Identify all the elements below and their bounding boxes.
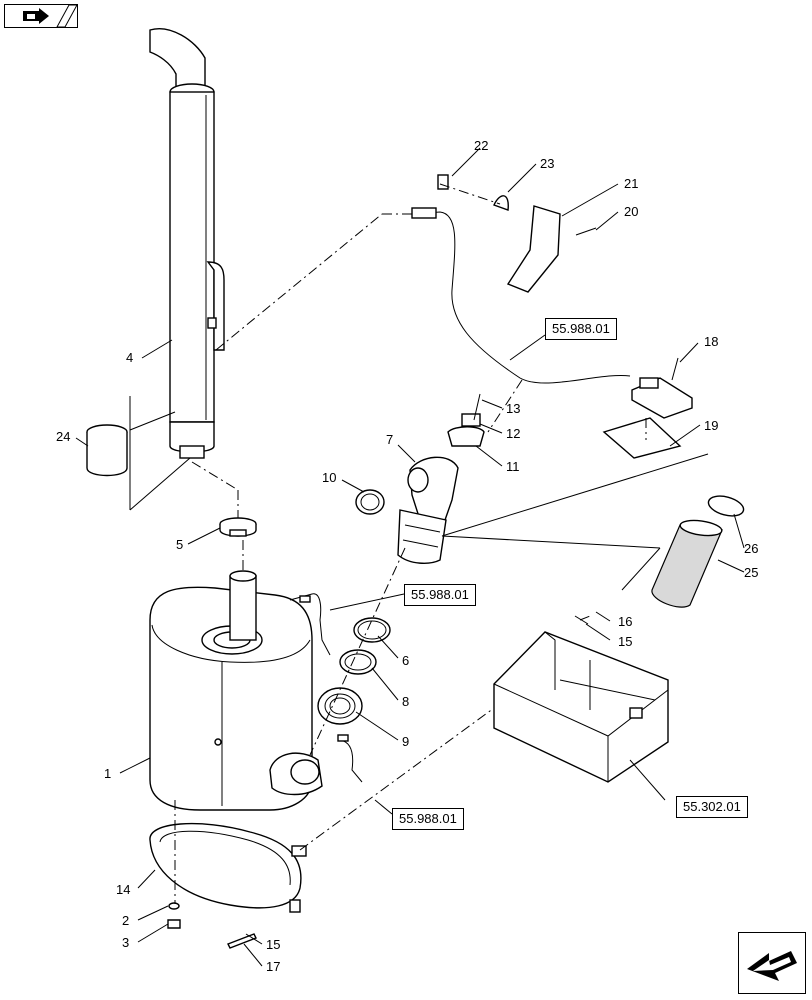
mounting-bracket-small xyxy=(447,393,485,447)
next-page-button[interactable] xyxy=(738,932,806,994)
muffler-sensor-wires xyxy=(289,593,363,783)
group-markers xyxy=(129,396,709,591)
cone-clamp-ring xyxy=(707,495,745,517)
callout-20: 20 xyxy=(624,204,638,219)
sensor-module xyxy=(602,357,693,459)
callout-2: 2 xyxy=(122,913,129,928)
pipe-clamp xyxy=(219,517,257,537)
callout-7: 7 xyxy=(386,432,393,447)
reference-link-battery-box[interactable]: 55.302.01 xyxy=(676,796,748,818)
exhaust-elbow xyxy=(397,456,459,564)
callout-16: 16 xyxy=(618,614,632,629)
exhaust-stack-pipe xyxy=(149,28,225,459)
callout-19: 19 xyxy=(704,418,718,433)
rain-cap-cone xyxy=(651,519,723,608)
callout-18: 18 xyxy=(704,334,718,349)
assembly-lines xyxy=(174,183,647,904)
callout-3: 3 xyxy=(122,935,129,950)
exhaust-sleeve xyxy=(86,424,128,477)
reference-link-harness-mid[interactable]: 55.988.01 xyxy=(404,584,476,606)
callout-8: 8 xyxy=(402,694,409,709)
flange-gasket xyxy=(317,687,363,725)
callout-14: 14 xyxy=(116,882,130,897)
muffler-body xyxy=(149,570,323,811)
callout-22: 22 xyxy=(474,138,488,153)
callout-24: 24 xyxy=(56,429,70,444)
callout-5: 5 xyxy=(176,537,183,552)
callout-numbers: 1 2 3 4 5 6 7 8 9 10 11 12 13 14 15 15 1… xyxy=(56,138,758,974)
sealing-ring xyxy=(353,617,391,643)
callout-15-upper: 15 xyxy=(618,634,632,649)
next-page-arrow-icon xyxy=(747,951,797,981)
callout-4: 4 xyxy=(126,350,133,365)
elbow-clamp xyxy=(355,489,385,515)
callout-25: 25 xyxy=(744,565,758,580)
callout-9: 9 xyxy=(402,734,409,749)
band-clamp xyxy=(339,649,377,675)
bolt-lower xyxy=(227,933,257,949)
view-toggle-button[interactable] xyxy=(4,4,78,28)
callout-23: 23 xyxy=(540,156,554,171)
reference-link-harness-top[interactable]: 55.988.01 xyxy=(545,318,617,340)
leader-lines xyxy=(75,147,745,967)
callout-21: 21 xyxy=(624,176,638,191)
muffler-strap xyxy=(149,822,307,913)
sensor-harness xyxy=(411,207,631,384)
callout-12: 12 xyxy=(506,426,520,441)
callout-15-lower: 15 xyxy=(266,937,280,952)
callout-26: 26 xyxy=(744,541,758,556)
washer-and-nut xyxy=(167,902,181,929)
callout-1: 1 xyxy=(104,766,111,781)
view-toggle-icon xyxy=(23,4,78,28)
battery-box xyxy=(493,615,669,783)
reference-link-harness-low[interactable]: 55.988.01 xyxy=(392,808,464,830)
callout-6: 6 xyxy=(402,653,409,668)
sensor-bracket xyxy=(437,174,597,293)
callout-11: 11 xyxy=(506,459,520,474)
callout-17: 17 xyxy=(266,959,280,974)
callout-10: 10 xyxy=(322,470,336,485)
callout-13: 13 xyxy=(506,401,520,416)
